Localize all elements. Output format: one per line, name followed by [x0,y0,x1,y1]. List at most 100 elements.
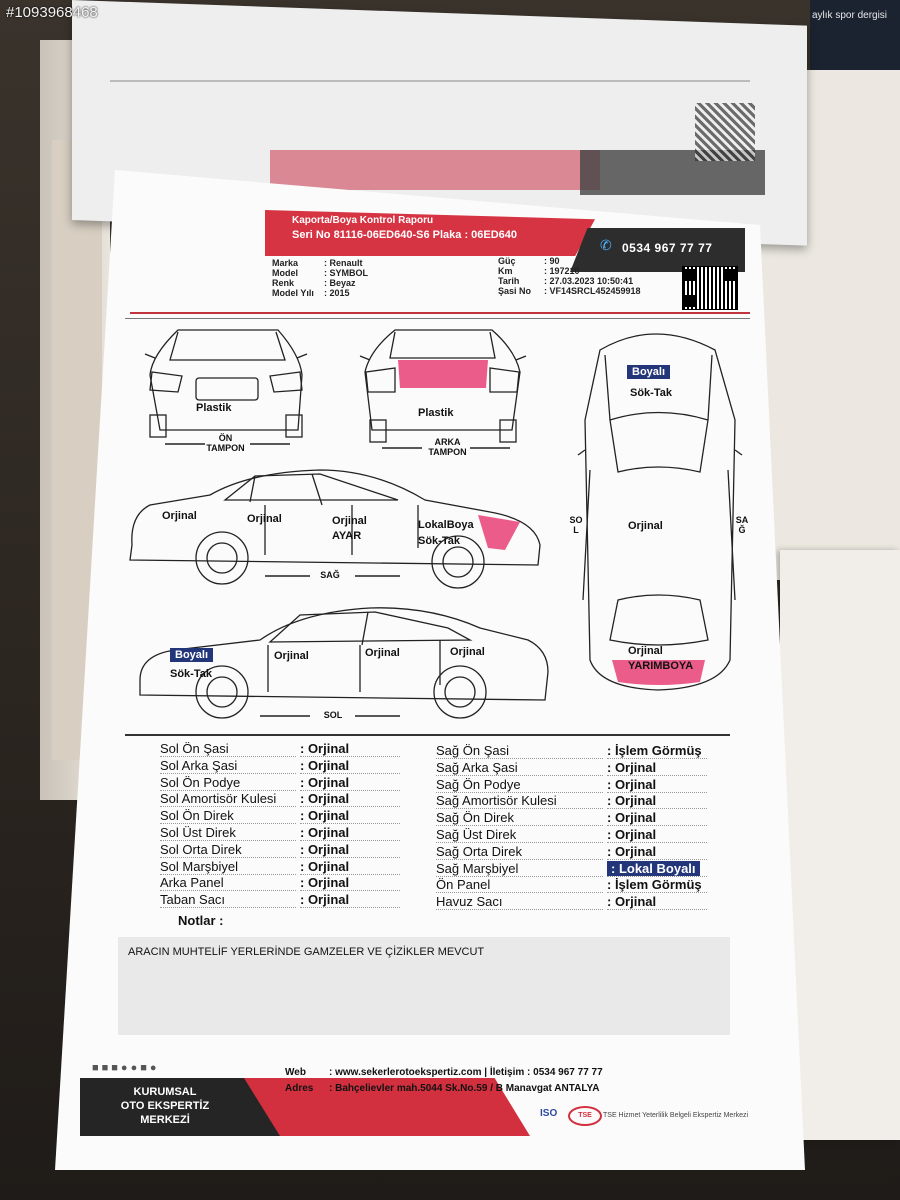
right-rear-fender: LokalBoya [418,519,474,531]
rear-view-car [359,329,527,443]
table-row-part: Sol Amortisör Kulesi [160,791,296,808]
table-row-status: : Lokal Boyalı [607,860,707,877]
table-row-status: : Orjinal [300,892,400,909]
sasi-label: Şasi No [498,286,532,296]
table-row-status: : Orjinal [300,791,400,808]
hood-sub: Sök-Tak [630,387,672,399]
top-view-sag: SAĞ [735,515,749,535]
trunk-status: Orjinal [628,645,663,657]
header-red-band [265,210,595,256]
front-bumper-label: ÖN TAMPON [206,433,245,453]
table-row-part: Sağ Amortisör Kulesi [436,793,603,810]
table-top-rule [125,734,730,736]
table-row-status: : Orjinal [300,741,400,757]
sasi-value: : VF14SRCL452459918 [544,286,641,296]
status-text: : Orjinal [607,793,657,809]
table-row-status: : Orjinal [300,775,400,791]
right-rear-paint [478,515,520,550]
table-row-part: Sol Arka Şasi [160,758,296,774]
web-value: : www.sekerlerotoekspertiz.com | İletişi… [329,1067,603,1078]
table-row-part: Sol Ön Podye [160,775,296,791]
previous-page-qr [695,103,755,161]
status-text: : Orjinal [300,774,350,790]
table-row-status: : Orjinal [300,859,400,875]
table-row-status: : İşlem Görmüş [607,743,707,759]
yil-value: : 2015 [324,288,350,298]
km-value: : 197210 [544,266,580,276]
top-view-car [577,333,743,691]
notes-text: ARACIN MUHTELİF YERLERİNDE GAMZELER VE Ç… [128,946,485,958]
table-row-part: Sağ Marşbiyel [436,861,603,877]
right-front-door: Orjinal [247,513,282,525]
footer-address-row: Adres: Bahçelievler mah.5044 Sk.No.59 / … [285,1083,599,1094]
model-label: Model [272,268,298,278]
table-row-part: Sol Üst Direk [160,825,296,841]
hood-paint-badge: Boyalı [627,365,671,379]
left-rear-fender-badge: Boyalı [170,648,214,662]
status-text: : Orjinal [607,843,657,859]
header-dark-band [570,228,745,272]
right-rear-fender-sub: Sök-Tak [418,535,460,547]
table-row-status: : Orjinal [607,894,707,911]
status-text: : Orjinal [607,759,657,775]
status-text: : İşlem Görmüş [607,743,702,758]
table-row-part: Sağ Ön Podye [436,777,603,793]
renk-value: : Beyaz [324,278,356,288]
rear-bumper-paint [398,360,488,388]
previous-page-rule [110,80,750,82]
vehicle-info-right: Güç: 90 Km: 197210 Tarih: 27.03.2023 10:… [498,256,641,296]
header-gray-rule [125,318,750,319]
renk-label: Renk [272,278,295,288]
left-side-label: SOL [323,710,343,720]
address-label: Adres [285,1083,314,1094]
right-front-fender: Orjinal [162,510,197,522]
service-icons: ■■■●●■● [92,1062,160,1074]
top-view-sol: SOL [569,515,583,535]
table-row-status: : İşlem Görmüş [607,877,707,894]
status-text: : Orjinal [300,841,350,857]
status-text: : Orjinal [300,825,350,840]
notes-box [118,937,730,1035]
marka-value: : Renault [324,258,363,268]
km-label: Km [498,266,513,276]
table-row-status: : Orjinal [300,758,400,774]
qr-code [682,266,738,310]
front-view-car [144,329,308,438]
status-text: : Lokal Boyalı [607,860,700,876]
report-title: Kaporta/Boya Kontrol Raporu [292,215,434,226]
table-row-part: Sol Marşbiyel [160,859,296,875]
magazine-corner [810,0,900,80]
table-row-part: Sol Orta Direk [160,842,296,858]
table-row-status: : Orjinal [607,760,707,776]
table-row-part: Sağ Arka Şasi [436,760,603,776]
vehicle-info-left: Marka: Renault Model: SYMBOL Renk: Beyaz… [272,258,368,298]
iso-logo: ISO [540,1108,558,1119]
table-row-status: : Orjinal [300,808,400,825]
status-text: : Orjinal [300,875,350,891]
table-row-status: : Orjinal [607,777,707,793]
table-row-part: Havuz Sacı [436,894,603,911]
footer-dark-band [80,1078,280,1136]
left-rear-fender-sub: Sök-Tak [170,668,212,680]
status-text: : Orjinal [300,757,350,773]
right-rear-door-adjust: AYAR [332,530,362,542]
table-row-part: Sağ Üst Direk [436,827,603,843]
yil-label: Model Yılı [272,288,314,298]
marka-label: Marka [272,258,299,268]
phone-icon: ✆ [600,237,612,253]
left-front-door: Orjinal [365,647,400,659]
status-text: : Orjinal [607,894,657,910]
company-name: KURUMSAL OTO EKSPERTİZ MERKEZİ [120,1086,210,1126]
notes-label: Notlar : [178,913,224,928]
table-row-part: Taban Sacı [160,892,296,909]
table-row-status: : Orjinal [607,827,707,843]
right-side-car [129,469,541,589]
magazine-caption: aylık spor dergisi [812,10,888,21]
rear-bumper-label: ARKA TAMPON [428,437,467,457]
status-text: : İşlem Görmüş [607,877,702,893]
status-text: : Orjinal [300,858,350,874]
table-row-status: : Orjinal [607,793,707,810]
report-serial: Seri No 81116-06ED640-S6 Plaka : 06ED640 [292,229,518,241]
footer-red-band [235,1078,530,1136]
